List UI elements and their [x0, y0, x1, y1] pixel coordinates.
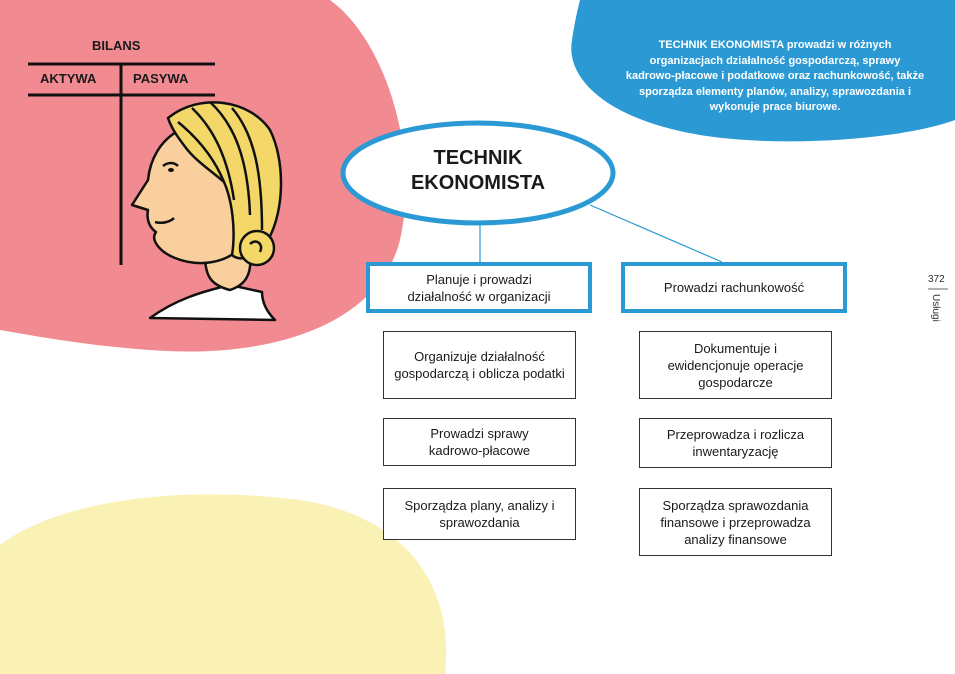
- right-branch-header: Prowadzi rachunkowość: [621, 262, 847, 313]
- left-branch-header: Planuje i prowadzi działalność w organiz…: [366, 262, 592, 313]
- description-highlight: TECHNIK EKONOMISTA: [658, 39, 784, 51]
- economist-portrait: [130, 101, 283, 322]
- left-branch-header-label: Planuje i prowadzi działalność w organiz…: [407, 271, 551, 304]
- central-title-line2: EKONOMISTA: [410, 172, 546, 194]
- right-item-2-label: Przeprowadza i rozlicza inwentaryzację: [666, 427, 805, 459]
- bilans-aktywa: AKTYWA: [40, 71, 97, 86]
- left-item-3-label: Sporządza plany, analizy i sprawozdania: [404, 498, 555, 530]
- bilans-t-account: [28, 62, 215, 265]
- central-ellipse: [340, 120, 616, 226]
- connector-lines: [479, 204, 723, 263]
- left-item-1-label: Organizuje działalność gospodarczą i obl…: [394, 349, 565, 381]
- central-title-line1: TECHNIK: [433, 147, 523, 169]
- page-number: 372: [928, 274, 945, 285]
- description-body: prowadzi w różnych organizacjach działal…: [625, 39, 925, 113]
- profession-description: TECHNIK EKONOMISTA prowadzi w różnych or…: [625, 38, 925, 116]
- right-item-1: Dokumentuje i ewidencjonuje operacje gos…: [639, 331, 832, 399]
- right-item-1-label: Dokumentuje i ewidencjonuje operacje gos…: [667, 340, 804, 390]
- right-item-2: Przeprowadza i rozlicza inwentaryzację: [639, 418, 832, 468]
- left-item-2-label: Prowadzi sprawy kadrowo-płacowe: [428, 426, 531, 458]
- blue-blob: [571, 0, 955, 142]
- left-item-1: Organizuje działalność gospodarczą i obl…: [383, 331, 576, 399]
- yellow-blob: [0, 494, 447, 674]
- bilans-pasywa: PASYWA: [133, 71, 189, 86]
- right-item-3-label: Sporządza sprawozdania finansowe i przep…: [660, 497, 811, 547]
- central-title: TECHNIK EKONOMISTA: [370, 146, 586, 196]
- right-branch-header-label: Prowadzi rachunkowość: [663, 280, 805, 295]
- section-title: Usługi: [930, 294, 941, 322]
- bilans-title: BILANS: [92, 38, 141, 53]
- left-item-2: Prowadzi sprawy kadrowo-płacowe: [383, 418, 576, 466]
- left-item-3: Sporządza plany, analizy i sprawozdania: [383, 488, 576, 540]
- right-item-3: Sporządza sprawozdania finansowe i przep…: [639, 488, 832, 556]
